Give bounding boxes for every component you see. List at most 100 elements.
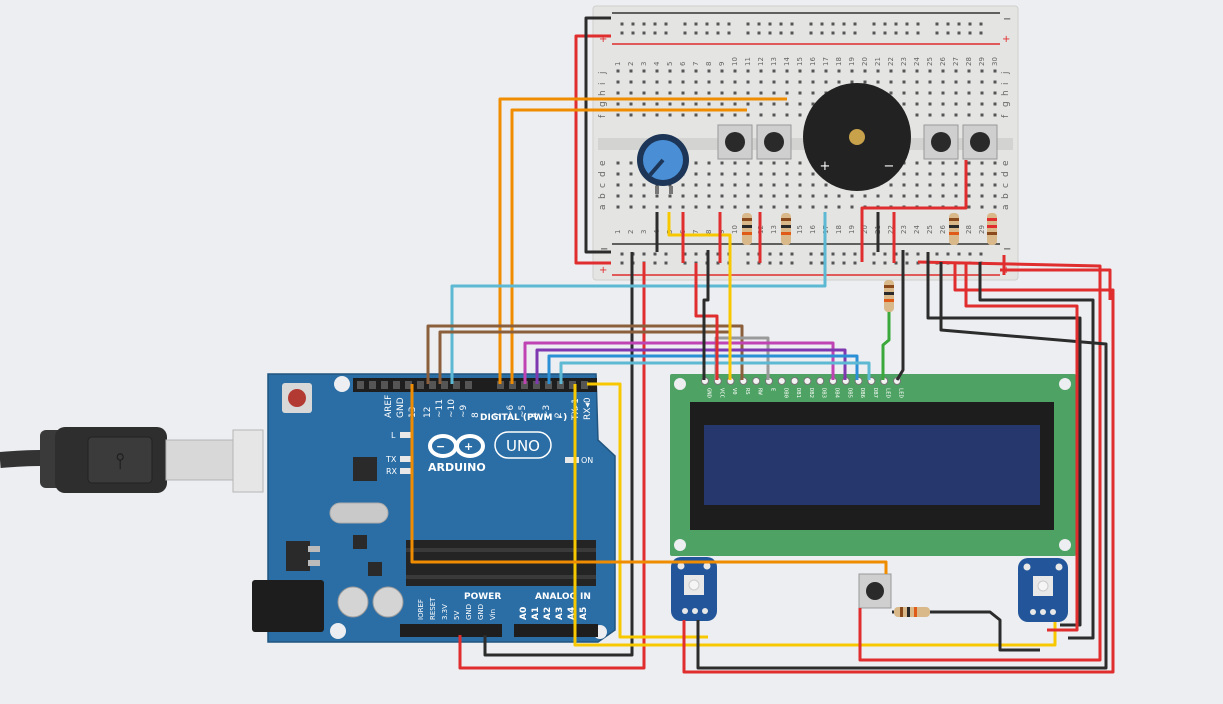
rail-hole bbox=[790, 261, 794, 265]
pushbutton-4[interactable] bbox=[962, 124, 998, 160]
svg-text:−: − bbox=[1003, 14, 1011, 25]
column-number: 3 bbox=[640, 62, 648, 66]
column-number: 7 bbox=[692, 62, 700, 66]
column-number: 20 bbox=[861, 57, 869, 66]
lcd-pin bbox=[777, 377, 786, 385]
breadboard-hole bbox=[941, 80, 945, 84]
breadboard-hole bbox=[694, 205, 698, 209]
power-header bbox=[400, 624, 502, 637]
rail-hole bbox=[872, 261, 876, 265]
breadboard-hole bbox=[720, 205, 724, 209]
lcd-pin-label: RW bbox=[757, 388, 763, 395]
column-number: 29 bbox=[978, 225, 986, 234]
wire-black-rail-left bbox=[584, 16, 611, 254]
rail-hole bbox=[831, 22, 835, 26]
breadboard-hole bbox=[616, 194, 620, 198]
column-number: 7 bbox=[692, 230, 700, 234]
resistor-1 bbox=[742, 213, 752, 245]
potentiometer[interactable] bbox=[637, 134, 689, 194]
rail-hole bbox=[653, 252, 657, 256]
row-letter: a bbox=[1001, 204, 1011, 210]
pushbutton-1[interactable] bbox=[717, 124, 753, 160]
breadboard-hole bbox=[967, 183, 971, 187]
power-jack bbox=[252, 580, 324, 632]
svg-text:5V: 5V bbox=[453, 611, 461, 620]
breadboard-hole bbox=[720, 113, 724, 117]
breadboard-hole bbox=[655, 102, 659, 106]
breadboard-hole bbox=[642, 183, 646, 187]
breadboard-hole bbox=[993, 69, 997, 73]
breadboard-hole bbox=[707, 205, 711, 209]
rail-hole bbox=[779, 252, 783, 256]
breadboard-hole bbox=[759, 80, 763, 84]
rail-hole bbox=[620, 252, 624, 256]
resistor-2 bbox=[781, 213, 791, 245]
rail-hole bbox=[905, 22, 909, 26]
breadboard-hole bbox=[733, 102, 737, 106]
breadboard-hole bbox=[668, 113, 672, 117]
breadboard-hole bbox=[902, 183, 906, 187]
rail-hole bbox=[779, 261, 783, 265]
resistor-3 bbox=[949, 213, 959, 245]
breadboard-hole bbox=[746, 69, 750, 73]
lcd-pin-label: DB6 bbox=[859, 388, 865, 398]
rail-hole bbox=[820, 31, 824, 35]
rail-hole bbox=[842, 31, 846, 35]
breadboard-hole bbox=[837, 205, 841, 209]
breadboard-hole bbox=[655, 205, 659, 209]
pin-label-6: ~6 bbox=[506, 404, 516, 418]
breadboard-hole bbox=[889, 194, 893, 198]
wire-green-led bbox=[881, 310, 891, 380]
column-number: 16 bbox=[809, 225, 817, 234]
wire-red-right-2 bbox=[682, 262, 1115, 674]
breadboard-hole bbox=[720, 194, 724, 198]
breadboard-hole bbox=[811, 183, 815, 187]
rail-hole bbox=[820, 22, 824, 26]
breadboard-hole bbox=[707, 91, 711, 95]
breadboard-hole bbox=[980, 69, 984, 73]
breadboard-hole bbox=[941, 183, 945, 187]
breadboard-hole bbox=[876, 69, 880, 73]
breadboard-hole bbox=[707, 80, 711, 84]
breadboard-hole bbox=[798, 194, 802, 198]
breadboard-hole bbox=[993, 91, 997, 95]
breadboard-hole bbox=[785, 194, 789, 198]
pushbutton-3[interactable] bbox=[923, 124, 959, 160]
breadboard-hole bbox=[941, 113, 945, 117]
breadboard-hole bbox=[902, 69, 906, 73]
wire-black-button bbox=[892, 610, 1040, 652]
analog-header bbox=[514, 624, 598, 637]
breadboard-hole bbox=[954, 102, 958, 106]
rail-hole bbox=[957, 22, 961, 26]
rail-hole bbox=[694, 252, 698, 256]
breadboard-hole bbox=[759, 113, 763, 117]
breadboard-hole bbox=[915, 183, 919, 187]
breadboard-hole bbox=[993, 172, 997, 176]
breadboard-hole bbox=[980, 161, 984, 165]
rail-hole bbox=[905, 252, 909, 256]
column-number: 13 bbox=[770, 225, 778, 234]
pushbutton-2[interactable] bbox=[756, 124, 792, 160]
svg-text:−: − bbox=[436, 440, 445, 453]
row-letter: j bbox=[1001, 71, 1011, 75]
column-number: 28 bbox=[965, 57, 973, 66]
breadboard-hole bbox=[785, 91, 789, 95]
breadboard-hole bbox=[629, 102, 633, 106]
breadboard-hole bbox=[954, 91, 958, 95]
breadboard-hole bbox=[720, 69, 724, 73]
breadboard-hole bbox=[928, 80, 932, 84]
breadboard-hole bbox=[928, 194, 932, 198]
breadboard-hole bbox=[824, 183, 828, 187]
rgb-led-module-left bbox=[671, 557, 717, 621]
resistor-5 bbox=[884, 280, 894, 312]
pushbutton-5[interactable] bbox=[858, 573, 892, 609]
rail-hole bbox=[768, 261, 772, 265]
pin-label-9: ~9 bbox=[459, 404, 469, 418]
breadboard-hole bbox=[629, 183, 633, 187]
row-letter: f bbox=[598, 114, 608, 118]
breadboard-hole bbox=[616, 161, 620, 165]
breadboard-hole bbox=[759, 183, 763, 187]
breadboard-hole bbox=[694, 80, 698, 84]
rail-hole bbox=[790, 22, 794, 26]
